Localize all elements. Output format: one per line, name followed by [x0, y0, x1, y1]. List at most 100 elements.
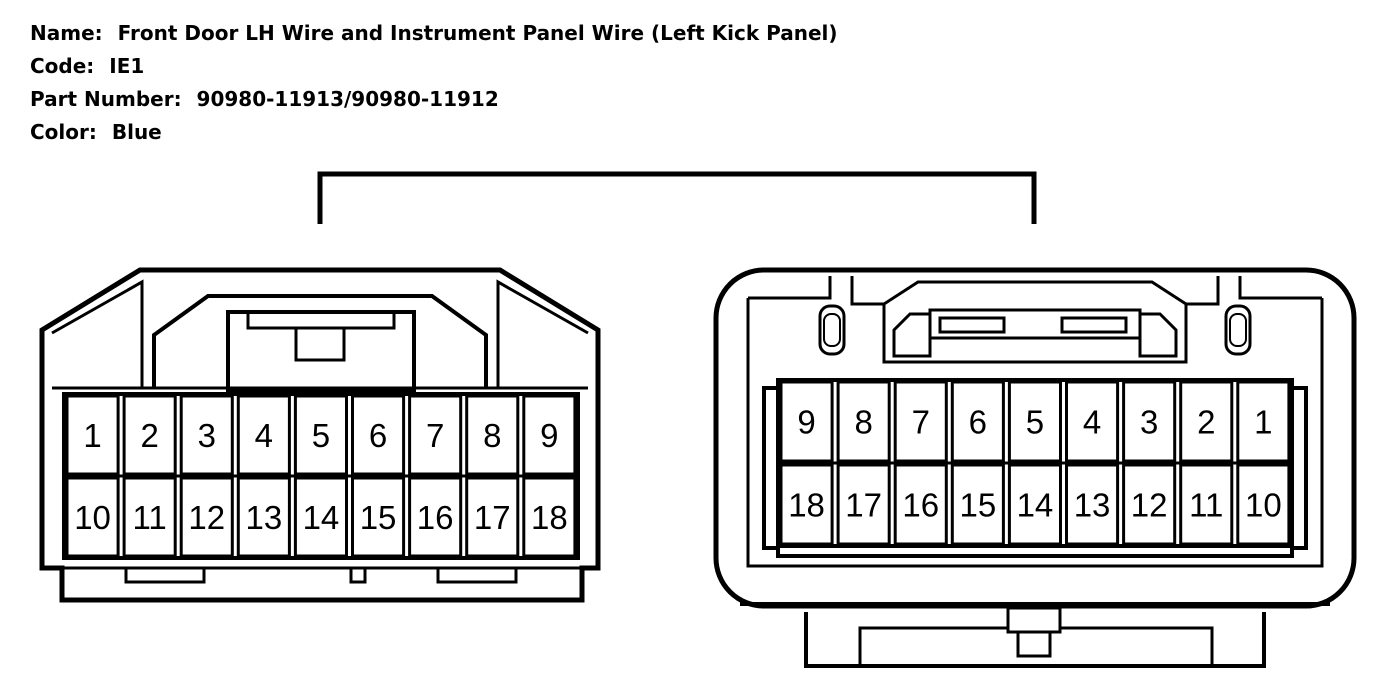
- pin-number: 11: [1189, 487, 1223, 524]
- pin-cavity: [1179, 463, 1234, 546]
- pin-cavity: [293, 394, 348, 476]
- pin-cavity: [236, 476, 291, 558]
- pin-cavity: [779, 463, 834, 546]
- color-value: Blue: [111, 120, 162, 144]
- pin-number: 3: [198, 417, 216, 454]
- pin-cavity: [293, 476, 348, 558]
- pin-cavity: [179, 394, 234, 476]
- connector-name-line: Name: Front Door LH Wire and Instrument …: [30, 22, 838, 44]
- pin-cavity: [1179, 380, 1234, 463]
- pin-cavity: [122, 476, 177, 558]
- pin-number: 5: [312, 417, 330, 454]
- pin-number: 9: [797, 404, 815, 441]
- right-bottom-lock: [804, 612, 1266, 668]
- pin-cavity: [236, 394, 291, 476]
- right-lock-bar: [928, 308, 1142, 340]
- pin-number: 17: [845, 487, 882, 524]
- left-housing-top-frame: [152, 294, 488, 388]
- pin-cavity: [122, 394, 177, 476]
- right-housing-left-step: [748, 276, 832, 300]
- right-latch-slot-left-inner: [823, 313, 841, 347]
- pin-number: 1: [83, 417, 101, 454]
- part-number-line: Part Number: 90980-11913/90980-11912: [30, 88, 499, 110]
- pin-number: 11: [133, 499, 167, 536]
- pin-cavity: [1065, 463, 1120, 546]
- pin-number: 13: [245, 499, 282, 536]
- pin-number: 5: [1026, 404, 1044, 441]
- pin-cavity: [1122, 463, 1177, 546]
- pin-cavity: [893, 380, 948, 463]
- left-lock-tab: [294, 326, 346, 362]
- pin-number: 1: [1254, 404, 1272, 441]
- pin-cavity: [893, 463, 948, 546]
- left-housing-right-shoulder: [496, 279, 589, 388]
- right-latch-slot-right: [1224, 304, 1252, 356]
- pin-number: 4: [1083, 404, 1101, 441]
- pin-cavity: [1236, 380, 1291, 463]
- pin-number: 6: [969, 404, 987, 441]
- pin-cavity: [950, 463, 1005, 546]
- color-label: Color:: [30, 120, 97, 144]
- pin-cavity: [65, 394, 120, 476]
- pin-cavity: [1065, 380, 1120, 463]
- pin-cavity: [522, 476, 577, 558]
- right-lock-housing: [850, 276, 1220, 364]
- right-housing-right-step: [1238, 276, 1322, 300]
- name-value: Front Door LH Wire and Instrument Panel …: [117, 21, 838, 45]
- pin-number: 17: [474, 499, 511, 536]
- pin-number: 8: [483, 417, 501, 454]
- pin-number: 14: [1017, 487, 1054, 524]
- pin-cavity: [522, 394, 577, 476]
- pin-cavity: [950, 380, 1005, 463]
- right-lock-corner-left: [892, 312, 932, 358]
- code-label: Code:: [30, 54, 95, 78]
- pin-number: 16: [902, 487, 939, 524]
- pin-number: 16: [417, 499, 454, 536]
- pin-number: 14: [303, 499, 340, 536]
- name-label: Name:: [30, 21, 103, 45]
- pin-number: 18: [531, 499, 568, 536]
- pin-cavity: [1122, 380, 1177, 463]
- pin-cavity: [351, 394, 406, 476]
- left-housing-left-shoulder: [51, 279, 144, 388]
- mating-bracket: [317, 171, 1037, 224]
- right-latch-slot-right-inner: [1229, 313, 1247, 347]
- color-line: Color: Blue: [30, 121, 162, 143]
- pin-number: 8: [854, 404, 872, 441]
- pin-number: 10: [1245, 487, 1282, 524]
- pin-number: 7: [426, 417, 444, 454]
- pin-cavity: [408, 476, 463, 558]
- left-bottom-rib-left: [124, 566, 206, 584]
- pin-cavity: [465, 394, 520, 476]
- part-number-label: Part Number:: [30, 87, 182, 111]
- right-lock-corner-right: [1138, 312, 1178, 358]
- right-lock-roof: [883, 280, 1187, 306]
- right-lock-slot-right: [1060, 316, 1128, 334]
- pin-cavity: [465, 476, 520, 558]
- pin-cavity: [1236, 463, 1291, 546]
- pin-number: 7: [912, 404, 930, 441]
- left-bottom-key: [349, 566, 367, 584]
- right-bottom-tab: [1006, 606, 1062, 634]
- pin-number: 12: [1131, 487, 1168, 524]
- right-bottom-key: [1016, 630, 1052, 658]
- pin-cavity: [1007, 380, 1063, 463]
- pin-number: 2: [140, 417, 158, 454]
- pin-cavity: [779, 380, 834, 463]
- pin-number: 6: [369, 417, 387, 454]
- right-pin-cells: [779, 380, 1291, 546]
- pin-cavity: [65, 476, 120, 558]
- pin-number: 18: [788, 487, 825, 524]
- left-pin-cells: [65, 394, 577, 558]
- pin-number: 13: [1074, 487, 1111, 524]
- right-lock-slot-left: [938, 316, 1006, 334]
- pin-number: 12: [188, 499, 225, 536]
- connector-code-line: Code: IE1: [30, 55, 144, 77]
- pin-number: 15: [959, 487, 996, 524]
- pin-cavity: [836, 380, 891, 463]
- part-number-value: 90980-11913/90980-11912: [196, 87, 499, 111]
